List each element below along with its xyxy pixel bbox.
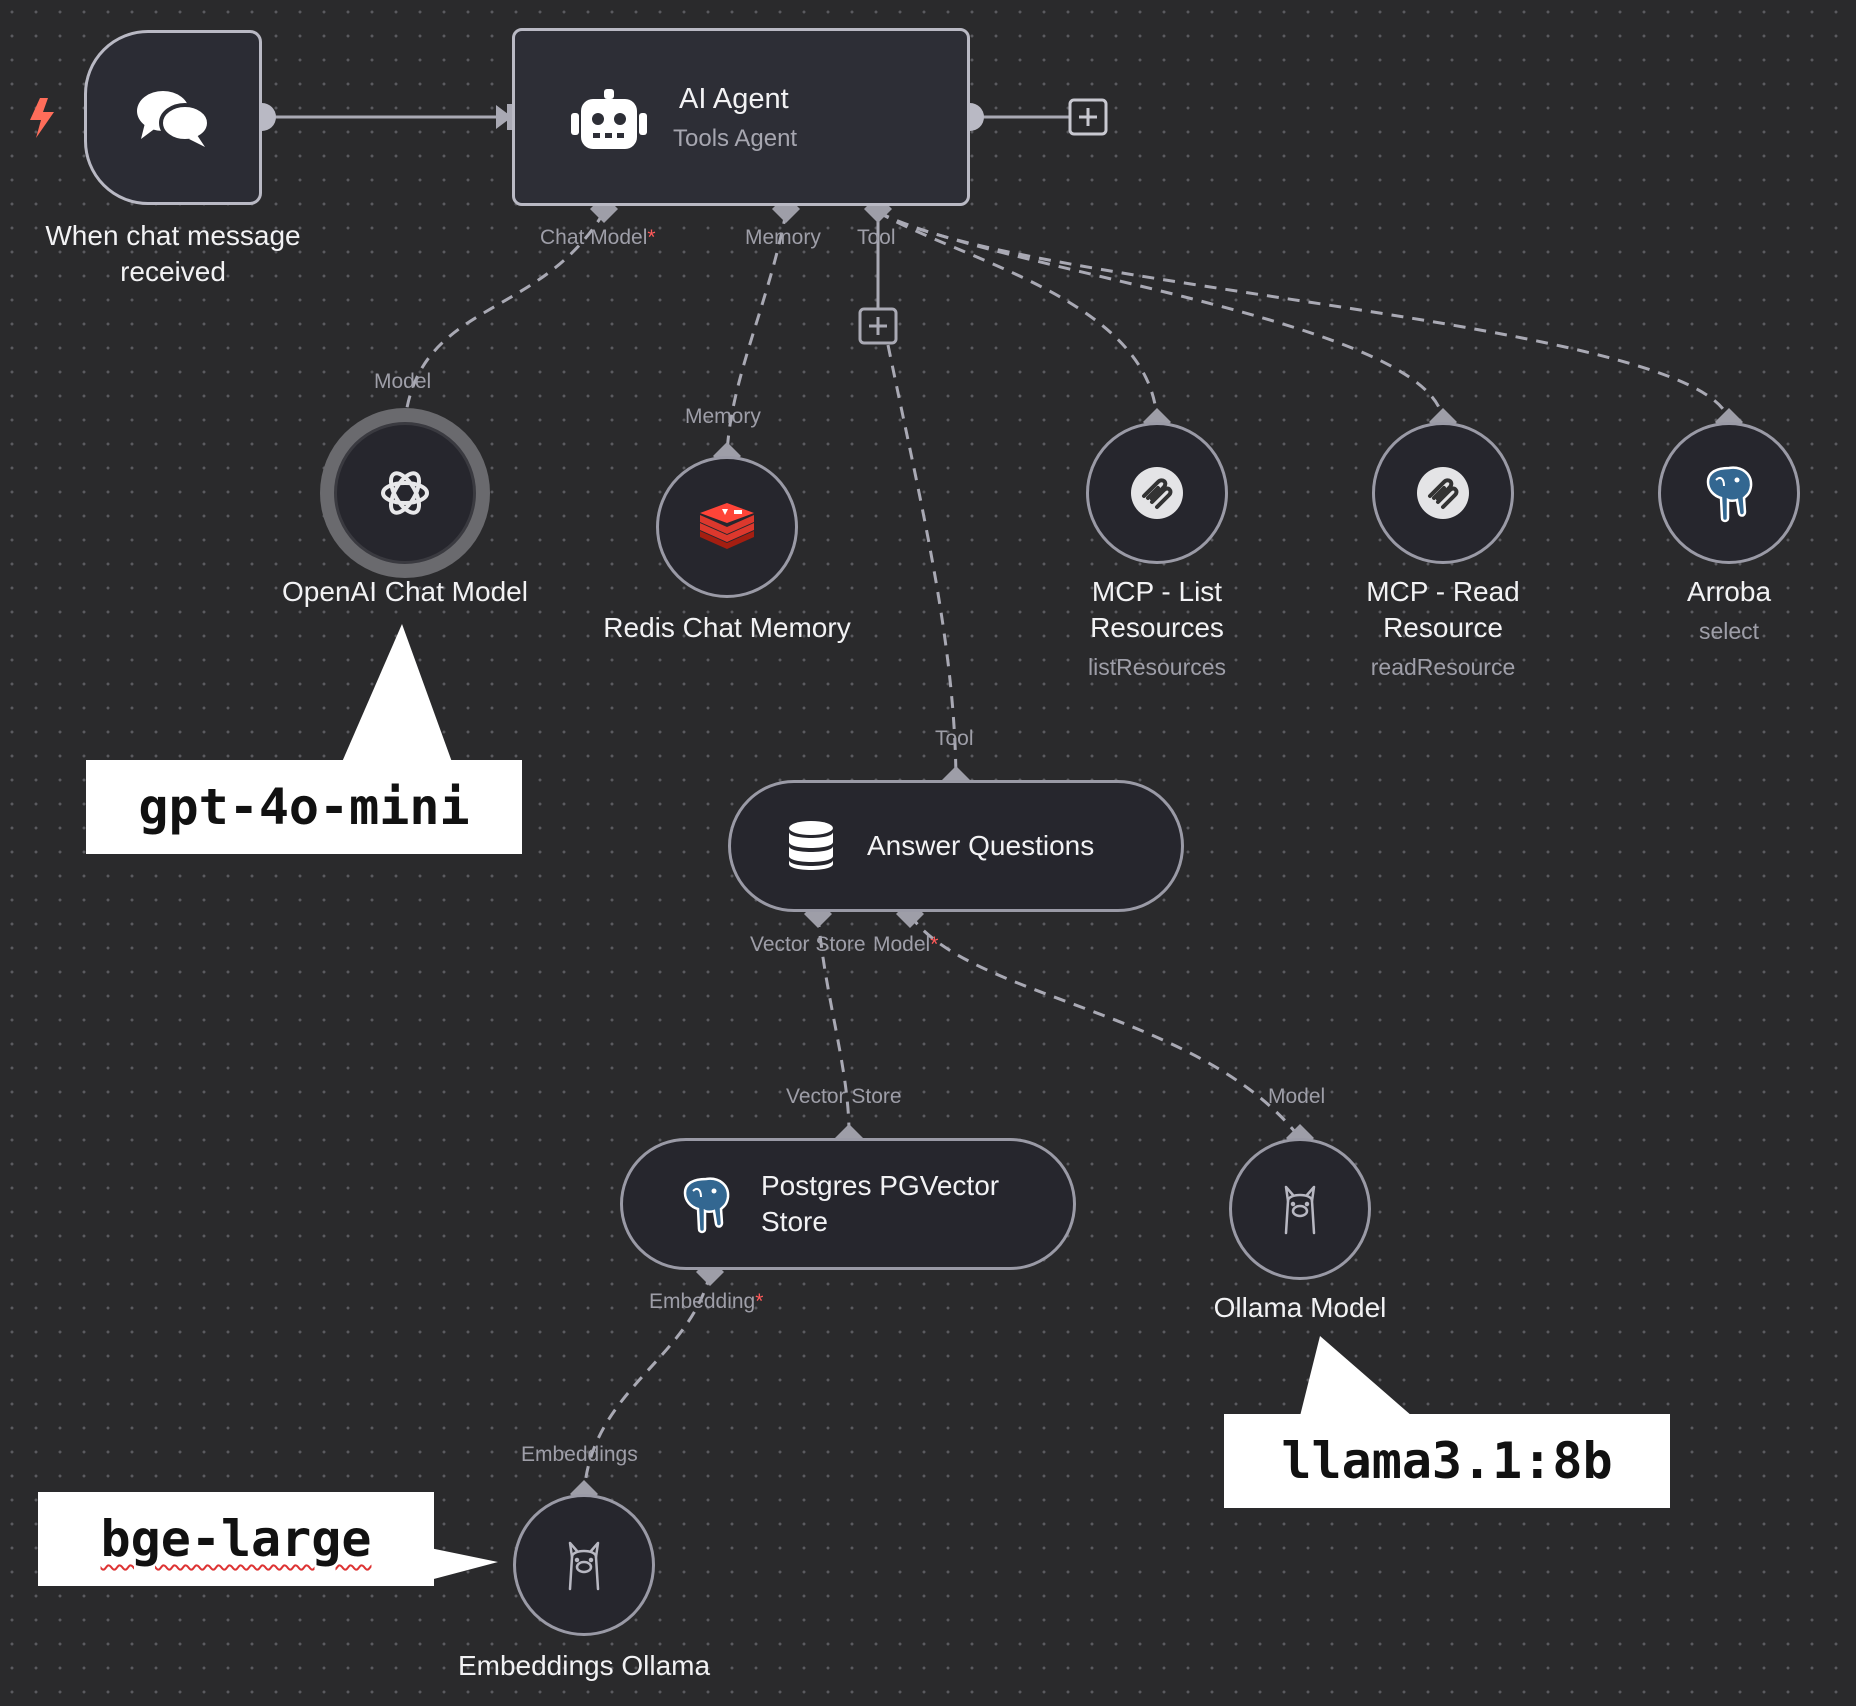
database-icon: [789, 821, 833, 870]
gpt-model-callout: gpt-4o-mini: [86, 760, 522, 854]
embeddings-ollama-node[interactable]: [513, 1494, 655, 1636]
embeddings-ollama-label: Embeddings Ollama: [457, 1650, 711, 1681]
embeddings-input-port-label: Embeddings: [521, 1443, 638, 1466]
tool-port-label: Tool: [857, 226, 896, 249]
memory-port-label: Memory: [745, 226, 821, 249]
mcp-logo-icon: [1131, 467, 1183, 519]
model-connection: [908, 914, 1302, 1139]
trigger-bolt-icon: [30, 98, 54, 138]
postgres-elephant-icon: [683, 1177, 730, 1234]
tool-mcp-list-connection: [877, 210, 1159, 421]
vector-store-connection: [816, 914, 851, 1139]
openai-chat-model-node[interactable]: [334, 422, 476, 564]
mcp-list-resources-sublabel: listResources: [1087, 654, 1227, 680]
vector-store-port-label: Vector Store: [750, 933, 866, 956]
ai-agent-title: AI Agent: [679, 83, 789, 115]
gpt-callout-pointer: [342, 624, 452, 762]
ollama-model-node[interactable]: [1229, 1138, 1371, 1280]
bge-model-callout: bge-large: [38, 1492, 434, 1586]
arroba-sublabel: select: [1698, 618, 1760, 644]
mcp-list-resources-node[interactable]: [1086, 422, 1228, 564]
redis-chat-memory-node[interactable]: [656, 456, 798, 598]
ollama-model-label: Ollama Model: [1213, 1292, 1387, 1323]
postgres-elephant-icon: [1706, 466, 1753, 523]
answer-questions-label: Answer Questions: [867, 830, 1095, 861]
chat-bubbles-icon: [137, 90, 211, 147]
answer-tool-port-label: Tool: [935, 727, 974, 750]
llama-model-callout: llama3.1:8b: [1224, 1414, 1670, 1508]
openai-model-port-label: Model: [374, 370, 432, 393]
redis-memory-port-label: Memory: [685, 405, 761, 428]
openai-logo-icon: [381, 471, 429, 515]
ai-agent-node[interactable]: AI Agent Tools Agent: [512, 28, 970, 206]
mcp-read-resource-sublabel: readResource: [1370, 654, 1516, 680]
arroba-node[interactable]: [1658, 422, 1800, 564]
chat-trigger-node[interactable]: [84, 30, 262, 205]
chat-trigger-label: When chat message received: [45, 220, 301, 287]
bge-callout-pointer: [430, 1548, 498, 1580]
ollama-model-port-label: Model: [1268, 1085, 1326, 1108]
openai-chat-model-label: OpenAI Chat Model: [282, 576, 528, 607]
mcp-logo-icon: [1417, 467, 1469, 519]
memory-connection: [725, 211, 788, 456]
chat-model-port-label: Chat Model*: [540, 226, 656, 249]
mcp-list-resources-label: MCP - List Resources: [1090, 576, 1224, 643]
tool-arroba-connection: [877, 210, 1731, 421]
answer-model-port-label: Model*: [873, 933, 939, 956]
tool-answer-connection: [886, 344, 958, 781]
chat-model-connection: [403, 211, 606, 421]
agent-add-node-button[interactable]: [1068, 98, 1108, 136]
tool-add-node-button[interactable]: [858, 307, 898, 345]
redis-logo-icon: [700, 503, 754, 549]
llama-callout-pointer: [1300, 1336, 1412, 1416]
ai-agent-subtitle: Tools Agent: [673, 125, 798, 152]
mcp-read-resource-label: MCP - Read Resource: [1366, 576, 1520, 643]
connection-arrow-icon: [496, 105, 512, 129]
embedding-connection: [582, 1272, 712, 1496]
embedding-port-label: Embedding*: [649, 1290, 764, 1313]
arroba-label: Arroba: [1686, 576, 1772, 607]
redis-chat-memory-label: Redis Chat Memory: [603, 612, 851, 643]
robot-icon: [571, 89, 647, 149]
pgvector-input-port-label: Vector Store: [786, 1085, 902, 1108]
answer-questions-node[interactable]: Answer Questions: [728, 780, 1184, 912]
mcp-read-resource-node[interactable]: [1372, 422, 1514, 564]
llama-icon: [568, 1541, 600, 1591]
postgres-pgvector-store-label: Postgres PGVector Store: [761, 1170, 1000, 1237]
postgres-pgvector-store-node[interactable]: Postgres PGVector Store: [620, 1138, 1076, 1270]
llama-icon: [1284, 1185, 1316, 1235]
tool-mcp-read-connection: [877, 210, 1445, 421]
